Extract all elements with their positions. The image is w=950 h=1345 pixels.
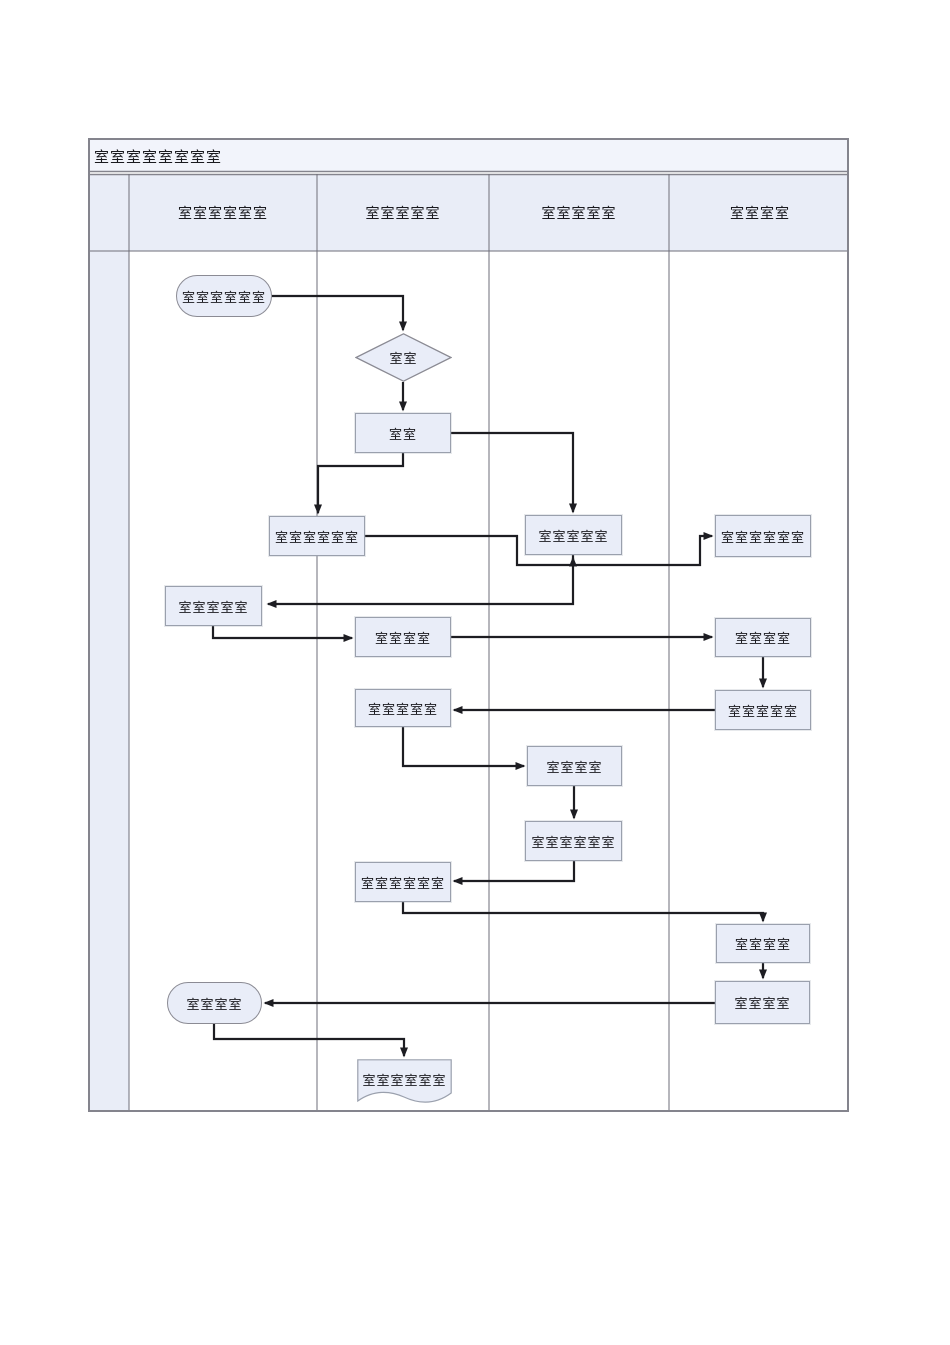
- flowchart-inner: 室室室室室室室室 室室室室室室 室室室室室 室室室室室 室室室室: [90, 140, 847, 1110]
- process-box-2: 室室室室室室: [269, 516, 365, 556]
- document-outline: [357, 1059, 452, 1103]
- process-box-8: 室室室室室: [355, 689, 451, 727]
- node-label: 室室室室: [734, 937, 791, 952]
- node-label: 室室室室室: [538, 528, 609, 544]
- process-box-13: 室室室室: [716, 924, 810, 963]
- lane-header-band: [90, 174, 847, 251]
- side-strip-column: [90, 174, 129, 1110]
- node-label: 室室: [389, 351, 418, 366]
- lane-header-3: 室室室室室: [541, 204, 617, 221]
- process-box-14: 室室室室: [715, 981, 810, 1024]
- process-box-10: 室室室室: [527, 746, 622, 786]
- node-label: 室室室室室室: [181, 289, 266, 305]
- process-box-11: 室室室室室室: [525, 821, 622, 861]
- node-label: 室室室室室: [178, 599, 249, 615]
- process-box-6: 室室室室: [355, 617, 451, 657]
- node-label: 室室室室: [734, 631, 791, 646]
- flowchart-frame: 室室室室室室室室 室室室室室室 室室室室室 室室室室室 室室室室: [88, 138, 849, 1112]
- node-label: 室室: [388, 426, 417, 442]
- node-label: 室室室室室室: [531, 834, 616, 850]
- node-label: 室室室室室室: [362, 1072, 447, 1088]
- node-label: 室室室室室: [727, 703, 798, 719]
- process-box-9: 室室室室室: [715, 690, 811, 730]
- diamond-shape: [355, 333, 452, 382]
- diagram-title: 室室室室室室室室: [94, 149, 223, 166]
- node-label: 室室室室: [186, 996, 243, 1012]
- process-box-5: 室室室室室: [165, 586, 262, 626]
- node-label: 室室室室室室: [274, 529, 359, 545]
- node-label: 室室室室室: [367, 701, 438, 717]
- lane-header-1: 室室室室室室: [178, 204, 268, 221]
- document-shape: 室室室室室室: [357, 1059, 452, 1107]
- process-box-7: 室室室室: [715, 618, 811, 657]
- process-box-1: 室室: [355, 413, 451, 453]
- node-label: 室室室室室室: [720, 529, 805, 545]
- node-label: 室室室室室室: [360, 875, 445, 891]
- node-label: 室室室室: [546, 759, 603, 775]
- process-box-12: 室室室室室室: [355, 862, 451, 902]
- start-terminator: 室室室室室室: [176, 275, 272, 317]
- end-terminator: 室室室室: [167, 982, 262, 1024]
- node-label: 室室室室: [374, 630, 431, 646]
- lane-header-2: 室室室室室: [365, 204, 441, 221]
- node-label: 室室室室: [734, 996, 791, 1011]
- decision-diamond: 室室: [355, 333, 452, 382]
- process-box-3: 室室室室室: [525, 515, 622, 555]
- title-bar: 室室室室室室室室: [90, 140, 847, 171]
- process-box-4: 室室室室室室: [715, 515, 811, 557]
- flow-arrows: [211, 294, 767, 1058]
- lane-header-4: 室室室室: [730, 204, 790, 221]
